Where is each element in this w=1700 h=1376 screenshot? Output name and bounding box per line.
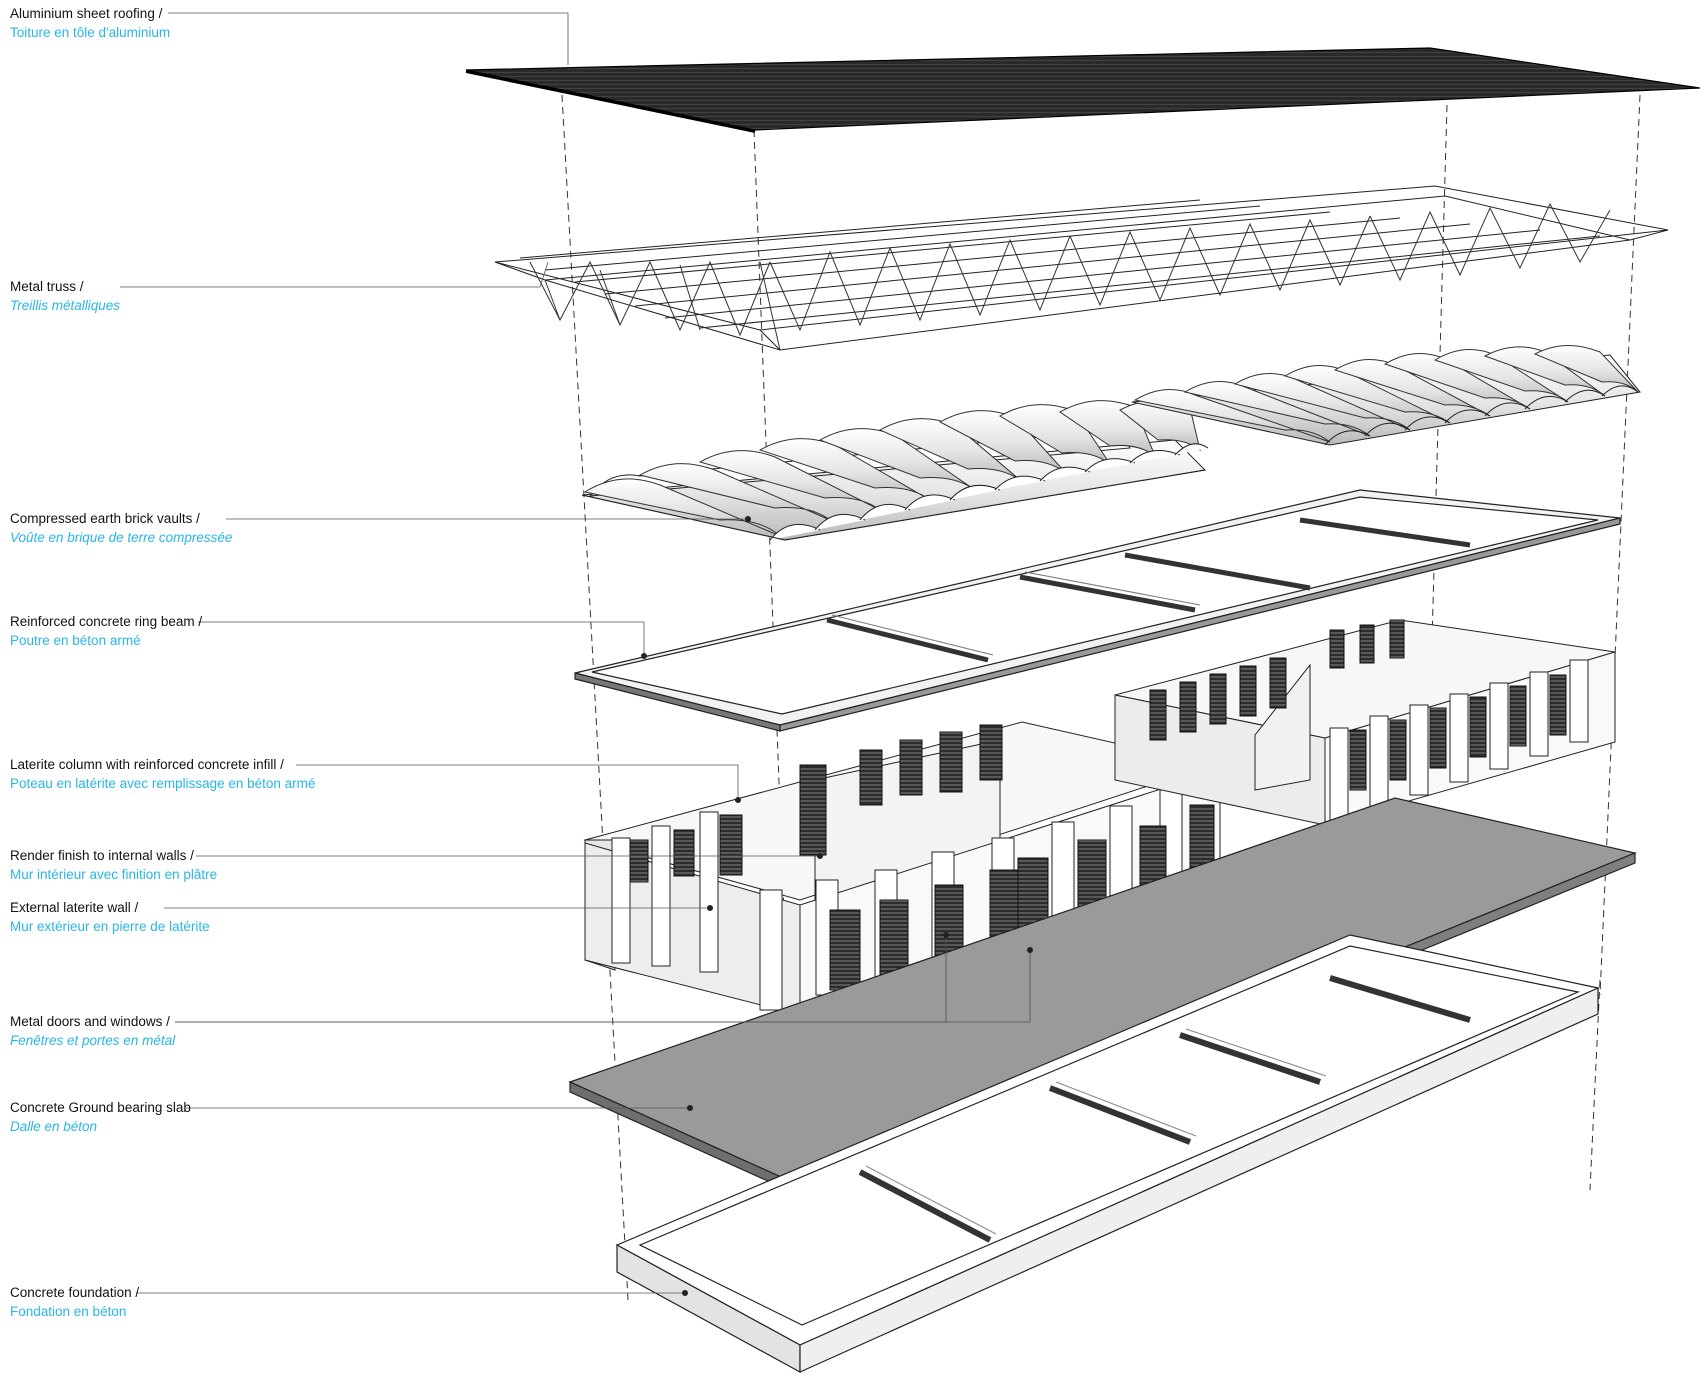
label-extwall-en: External laterite wall / [10,900,139,915]
label-column-fr: Poteau en latérite avec remplissage en b… [10,776,316,791]
walls-right-block [1114,619,1616,826]
label-foundation: Concrete foundation / Fondation en béton [10,1283,139,1321]
walls-left-block [583,721,1221,1016]
label-doors-fr: Fenêtres et portes en métal [10,1033,176,1048]
label-vaults-fr: Voûte en brique de terre compressée [10,530,233,545]
label-roofing: Aluminium sheet roofing / Toiture en tôl… [10,4,170,42]
vault-barrels [583,399,1201,537]
vaults-layer-right [1131,344,1641,446]
label-render: Render finish to internal walls / Mur in… [10,846,217,884]
laterite-columns-right [1329,659,1589,824]
vault-ends [769,443,1209,541]
label-slab-fr: Dalle en béton [10,1119,98,1134]
foundation-crossbeams [858,975,1471,1243]
label-column-en: Laterite column with reinforced concrete… [10,757,284,772]
label-render-fr: Mur intérieur avec finition en plâtre [10,867,218,882]
label-vaults: Compressed earth brick vaults / Voûte en… [10,509,232,547]
metal-windows [629,724,1215,991]
label-ringbeam-en: Reinforced concrete ring beam / [10,614,203,629]
label-truss: Metal truss / Treillis métalliques [10,277,120,315]
leader-lines [120,12,1031,1294]
metal-windows-right [1149,619,1567,791]
vaults-layer-left [581,399,1209,541]
truss-layer [494,185,1669,351]
label-roofing-fr: Toiture en tôle d'aluminium [10,25,171,40]
ringbeam-layer [574,489,1621,732]
label-ringbeam: Reinforced concrete ring beam / Poutre e… [10,612,202,650]
label-roofing-en: Aluminium sheet roofing / [10,6,163,21]
label-ringbeam-fr: Poutre en béton armé [10,633,141,648]
label-truss-fr: Treillis métalliques [10,298,121,313]
label-render-en: Render finish to internal walls / [10,848,194,863]
label-slab: Concrete Ground bearing slab Dalle en bé… [10,1098,191,1136]
ringbeam-crossbeams [826,517,1471,663]
truss-webs [529,202,1611,351]
leader-dots [641,516,1033,1296]
label-slab-en: Concrete Ground bearing slab [10,1100,191,1115]
label-truss-en: Metal truss / [10,279,84,294]
label-vaults-en: Compressed earth brick vaults / [10,511,200,526]
foundation-layer [615,934,1600,1374]
roofing-layer [465,47,1700,133]
label-doors: Metal doors and windows / Fenêtres et po… [10,1012,175,1050]
label-doors-en: Metal doors and windows / [10,1014,170,1029]
label-foundation-en: Concrete foundation / [10,1285,140,1300]
label-extwall-fr: Mur extérieur en pierre de latérite [10,919,210,934]
label-foundation-fr: Fondation en béton [10,1304,127,1319]
label-extwall: External laterite wall / Mur extérieur e… [10,898,210,936]
label-column: Laterite column with reinforced concrete… [10,755,315,793]
truss-chords [519,199,1601,329]
